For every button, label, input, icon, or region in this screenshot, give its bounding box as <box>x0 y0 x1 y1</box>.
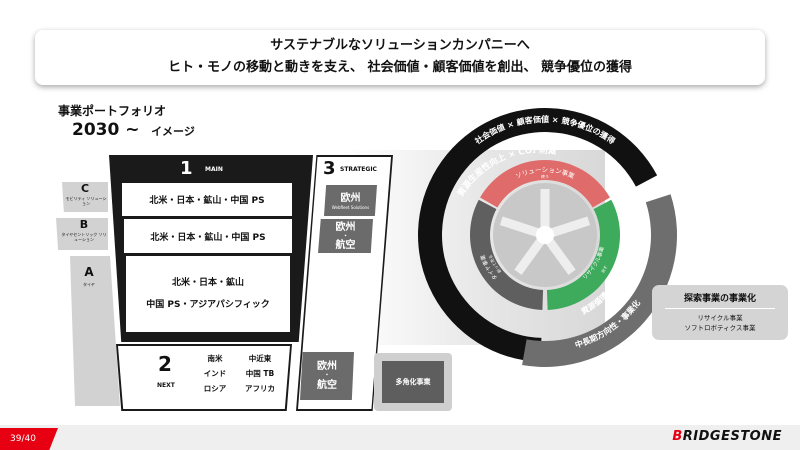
portfolio-subtitle: イメージ <box>151 125 195 138</box>
headline-line2: ヒト・モノの移動と動きを支え、 社会価値・顧客価値を創出、 競争優位の獲得 <box>167 60 633 75</box>
recycle-sub: 戻す <box>599 265 608 274</box>
dot: ・ <box>323 372 330 379</box>
layer-a <box>70 256 120 406</box>
strategic-label: STRATEGIC <box>340 166 377 173</box>
main-number: 1 <box>180 158 193 179</box>
headline-box: サステナブルなソリューションカンパニーへ ヒト・モノの移動と動きを支え、 社会価… <box>35 30 765 85</box>
next-number: 2 <box>158 352 172 376</box>
portfolio-year-row: 2030 ~ イメージ <box>72 120 195 140</box>
diversified-box: 多角化事業 <box>382 361 444 403</box>
footer-bar <box>0 425 800 450</box>
strategic-b-sub: 航空 <box>335 239 356 251</box>
strategic-c-title: 欧州 <box>340 192 361 204</box>
region: インド <box>203 369 227 378</box>
strategic-next: 欧州 ・ 航空 <box>300 352 354 400</box>
layer-a-letter: A <box>84 265 94 279</box>
layer-c <box>62 182 108 212</box>
explore-box: 探索事業の事業化 リサイクル事業 ソフトロボティクス事業 <box>652 285 788 340</box>
region: 中近東 <box>248 354 272 363</box>
tire-arc <box>470 199 544 310</box>
region: 南米 <box>207 354 223 363</box>
region: 中国 TB <box>245 369 275 378</box>
layer-c-label: モビリティ ソリューション <box>65 196 107 206</box>
portfolio-year: 2030 ~ <box>72 120 140 140</box>
dot: ・ <box>342 232 349 240</box>
page-number: 39/40 <box>0 428 58 450</box>
main-row-a: 北米・日本・鉱山 中国 PS・アジアパシフィック <box>126 256 290 332</box>
main-row-b: 北米・日本・鉱山・中国 PS <box>124 219 292 253</box>
wheel-hub <box>536 226 554 244</box>
layer-b-letter: B <box>79 218 89 231</box>
layer-c-letter: C <box>80 182 90 195</box>
main-row-a-line2: 中国 PS・アジアパシフィック <box>146 300 270 310</box>
region: ロシア <box>203 384 227 393</box>
headline-line1: サステナブルなソリューションカンパニーへ <box>270 38 530 53</box>
region: アフリカ <box>245 384 275 393</box>
logo-mark: B <box>672 429 683 444</box>
main-row-a-line1: 北米・日本・鉱山 <box>171 278 244 288</box>
logo-text: RIDGESTONE <box>682 429 782 444</box>
explore-title: 探索事業の事業化 <box>683 294 756 304</box>
strategic-c-sub: Webfleet Solutions <box>331 204 370 210</box>
bridgestone-logo: BRIDGESTONE <box>672 429 782 444</box>
outer-gray-ring <box>522 194 677 367</box>
solution-arc <box>480 160 610 208</box>
main-row-c: 北米・日本・鉱山・中国 PS <box>122 183 292 216</box>
explore-item: ソフトロボティクス事業 <box>684 324 756 332</box>
next-box <box>118 346 290 409</box>
layer-b-label: タイヤセントリック ソリューション <box>61 232 107 242</box>
portfolio-title: 事業ポートフォリオ <box>58 104 167 118</box>
next-label: NEXT <box>157 382 175 389</box>
business-circle: 社会価値 × 顧客価値 × 競争優位の獲得 資源生産性向上 × CO₂ 削減 資… <box>417 108 677 367</box>
strategic-next-sub: 航空 <box>317 380 337 391</box>
recycle-arc <box>546 199 620 310</box>
strategic-c: 欧州 Webfleet Solutions <box>324 185 377 216</box>
strategic-b-title: 欧州 <box>335 221 356 233</box>
layer-b <box>56 218 108 250</box>
divider <box>665 308 775 309</box>
strategic-next-title: 欧州 <box>317 361 337 372</box>
explore-item: リサイクル事業 <box>697 314 743 322</box>
next-regions: 南米 中近東 インド 中国 TB ロシア アフリカ <box>195 353 285 394</box>
main-label: MAIN <box>205 166 223 173</box>
strategic-b: 欧州 ・ 航空 <box>318 219 373 253</box>
layer-a-label: タイヤ <box>83 282 95 287</box>
strategic-number: 3 <box>323 158 336 179</box>
